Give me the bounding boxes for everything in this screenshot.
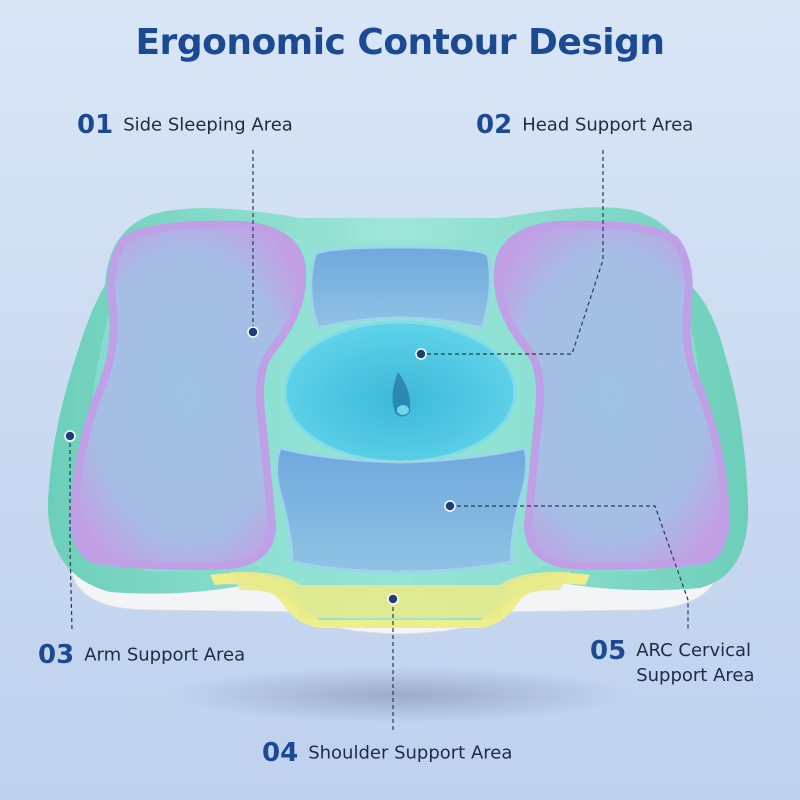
callout-dot-02 <box>415 348 427 360</box>
callout-lines <box>69 150 689 733</box>
arc-cervical-zone <box>275 446 529 574</box>
callout-dot-03 <box>64 430 76 442</box>
area-text-02: Head Support Area <box>522 114 694 136</box>
head-support-dimple <box>392 372 411 417</box>
floor-shadow <box>170 667 630 723</box>
area-label-04: 04 Shoulder Support Area <box>262 738 512 768</box>
shoulder-support-band <box>230 571 570 618</box>
area-number-05: 05 <box>590 636 627 666</box>
area-text-05-line2: Support Area <box>636 665 755 686</box>
area-text-03: Arm Support Area <box>84 644 246 666</box>
area-text-05-line1: ARC Cervical <box>636 640 752 661</box>
callout-dot-05 <box>444 500 456 512</box>
area-label-01: 01 Side Sleeping Area <box>77 110 293 140</box>
area-number-03: 03 <box>38 640 75 670</box>
callout-line-05 <box>450 505 689 630</box>
callout-dot-04 <box>387 593 399 605</box>
page-title: Ergonomic Contour Design <box>135 22 665 63</box>
top-center-panel <box>309 245 492 330</box>
area-label-02: 02 Head Support Area <box>476 110 693 140</box>
callout-dot-01 <box>247 326 259 338</box>
area-label-03: 03 Arm Support Area <box>38 640 245 670</box>
side-sleeping-zone-left <box>70 220 307 570</box>
area-number-02: 02 <box>476 110 513 140</box>
area-text-01: Side Sleeping Area <box>123 114 293 136</box>
callout-line-03 <box>69 436 73 631</box>
head-support-center <box>397 405 409 415</box>
area-text-04: Shoulder Support Area <box>308 742 513 764</box>
callout-dots <box>64 326 456 605</box>
callout-line-02 <box>422 150 604 355</box>
side-sleeping-zone-right <box>493 220 730 570</box>
area-number-01: 01 <box>77 110 114 140</box>
area-number-04: 04 <box>262 738 299 768</box>
